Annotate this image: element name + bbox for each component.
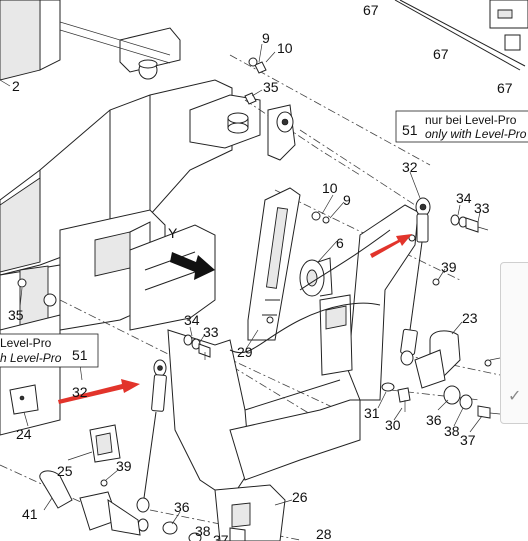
callout-41: 41 (22, 506, 38, 522)
info-box-left: Level-Pro h Level-Pro (0, 333, 99, 368)
note-right-de: nur bei Level-Pro (425, 113, 517, 127)
lower-plate-26 (167, 302, 381, 541)
cable-assembly (394, 0, 528, 71)
callout-33: 33 (203, 324, 219, 340)
callout-51: 51 (72, 347, 88, 363)
callout-38: 38 (195, 523, 211, 539)
callout-39: 39 (116, 458, 132, 474)
y-view-arrow (170, 252, 215, 280)
callout-23: 23 (462, 310, 478, 326)
callout-10: 10 (322, 180, 338, 196)
callout-24: 24 (16, 426, 32, 442)
callout-32: 32 (72, 384, 88, 400)
callout-29: 29 (237, 344, 253, 360)
callout-36: 36 (174, 499, 190, 515)
main-frame (0, 0, 261, 341)
right-gas-cylinder (400, 197, 431, 366)
bolt-set-right (432, 214, 489, 286)
callout-9: 9 (343, 192, 351, 208)
callout-67: 67 (433, 46, 449, 62)
callout-35: 35 (263, 79, 279, 95)
lower-hardware (162, 521, 246, 541)
view-y-label: Y (168, 225, 178, 241)
callout-37: 37 (213, 532, 229, 541)
callout-31: 31 (364, 405, 380, 421)
callout-28: 28 (316, 526, 332, 541)
left-gas-cylinder (136, 359, 167, 532)
callout-35: 35 (8, 307, 24, 323)
note-right-en: only with Level-Pro (425, 127, 527, 141)
upper-hinge (244, 57, 296, 161)
bolt-set-left (183, 334, 211, 360)
callout-39: 39 (441, 259, 457, 275)
red-arrow-left (58, 379, 140, 404)
callout-34: 34 (456, 190, 472, 206)
callout-30: 30 (385, 417, 401, 433)
callout-32: 32 (402, 159, 418, 175)
center-bracket-29 (247, 187, 301, 341)
callout-26: 26 (292, 489, 308, 505)
callout-25: 25 (57, 463, 73, 479)
callout-67: 67 (363, 2, 379, 18)
side-panel-edge (500, 262, 528, 424)
note-left-en: h Level-Pro (0, 351, 62, 365)
callout-51: 51 (402, 122, 418, 138)
callout-10: 10 (277, 40, 293, 56)
right-swing-arm (299, 204, 419, 401)
callout-67: 67 (497, 80, 513, 96)
roller-6 (299, 211, 333, 297)
callout-38: 38 (444, 423, 460, 439)
callout-34: 34 (184, 312, 200, 328)
callout-33: 33 (474, 200, 490, 216)
callout-9: 9 (262, 30, 270, 46)
callout-36: 36 (426, 412, 442, 428)
part-23 (414, 330, 501, 389)
info-box-right: nur bei Level-Pro only with Level-Pro (395, 110, 528, 143)
note-left-de: Level-Pro (0, 336, 52, 350)
callout-labels: 67 67 67 2 9 10 35 51 32 10 9 34 33 6 39… (8, 2, 513, 541)
callout-37: 37 (460, 432, 476, 448)
callout-2: 2 (12, 78, 20, 94)
callout-6: 6 (336, 235, 344, 251)
check-icon: ✓ (508, 386, 522, 405)
right-hardware-30-38 (381, 382, 501, 419)
leader-lines (0, 43, 483, 525)
red-arrow-right (370, 234, 412, 258)
